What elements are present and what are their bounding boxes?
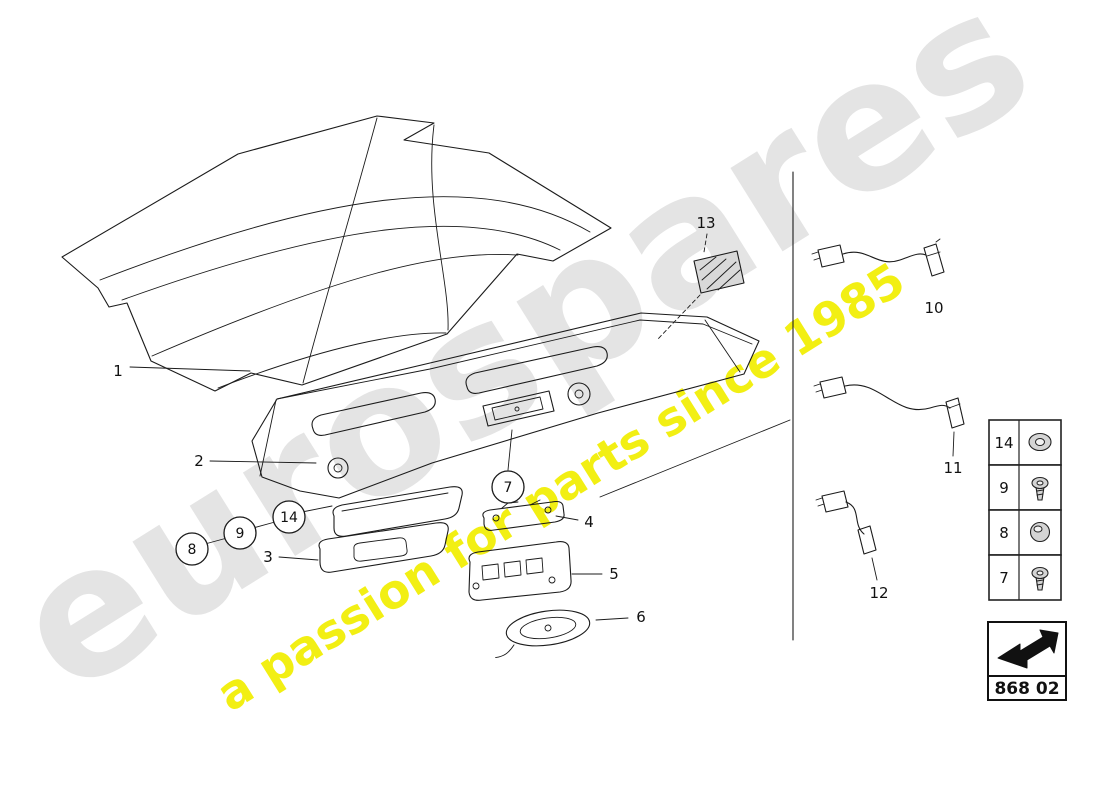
callout-10[interactable]: 10	[924, 299, 943, 317]
svg-text:10: 10	[924, 299, 943, 317]
callout-7[interactable]: 7	[491, 470, 525, 504]
svg-text:13: 13	[696, 214, 715, 232]
svg-text:7: 7	[999, 569, 1009, 587]
svg-text:12: 12	[869, 584, 888, 602]
svg-text:9: 9	[236, 526, 245, 542]
callout-5[interactable]: 5	[609, 565, 619, 583]
callouts: 1 2 3 4 5 6 7 8	[113, 214, 962, 626]
part-code-box[interactable]: 868 02	[987, 621, 1067, 701]
screw-icon	[1031, 476, 1049, 501]
svg-text:1: 1	[113, 362, 123, 380]
screw-icon	[1031, 566, 1049, 591]
roof-frame-trim-part	[251, 312, 760, 499]
sun-visor-upper-part	[332, 486, 463, 537]
part-group-code: 868 02	[994, 679, 1059, 699]
callout-14[interactable]: 14	[272, 500, 306, 534]
svg-text:5: 5	[609, 565, 619, 583]
svg-text:8: 8	[188, 542, 197, 558]
washer-icon	[1028, 432, 1052, 452]
callout-2[interactable]: 2	[194, 452, 204, 470]
svg-text:9: 9	[999, 479, 1009, 497]
svg-text:14: 14	[994, 434, 1013, 452]
legend-row-14[interactable]: 14	[988, 419, 1062, 466]
fastener-legend: 14 9 8	[988, 419, 1062, 601]
callout-4[interactable]: 4	[584, 513, 594, 531]
roof-panel-part	[61, 115, 612, 392]
visor-bracket-part	[482, 499, 565, 531]
grommet-icon	[1029, 521, 1051, 543]
interior-light-console-part	[468, 541, 572, 601]
callout-6[interactable]: 6	[636, 608, 646, 626]
svg-text:6: 6	[636, 608, 646, 626]
wiring-harness-11-part	[813, 376, 965, 457]
sun-visor-lower-part	[318, 522, 449, 573]
legend-row-8[interactable]: 8	[988, 509, 1062, 556]
svg-text:14: 14	[280, 510, 298, 526]
legend-row-9[interactable]: 9	[988, 464, 1062, 511]
leader-lines	[129, 171, 794, 641]
callout-11[interactable]: 11	[943, 459, 962, 477]
callout-1[interactable]: 1	[113, 362, 123, 380]
callout-13[interactable]: 13	[696, 214, 715, 232]
svg-text:3: 3	[263, 548, 273, 566]
svg-text:2: 2	[194, 452, 204, 470]
wiring-harness-10-part	[811, 238, 945, 277]
direction-arrow-icon	[997, 629, 1059, 669]
callout-3[interactable]: 3	[263, 548, 273, 566]
callout-12[interactable]: 12	[869, 584, 888, 602]
legend-row-7[interactable]: 7	[988, 554, 1062, 601]
microphone-grille-part	[656, 233, 745, 341]
svg-text:4: 4	[584, 513, 594, 531]
diagram-line-art	[61, 115, 965, 659]
callout-9[interactable]: 9	[223, 516, 257, 550]
svg-text:7: 7	[504, 480, 513, 496]
svg-text:11: 11	[943, 459, 962, 477]
svg-text:8: 8	[999, 524, 1009, 542]
mirror-mount-part	[495, 609, 591, 659]
wiring-harness-12-part	[815, 490, 878, 581]
callout-8[interactable]: 8	[175, 532, 209, 566]
